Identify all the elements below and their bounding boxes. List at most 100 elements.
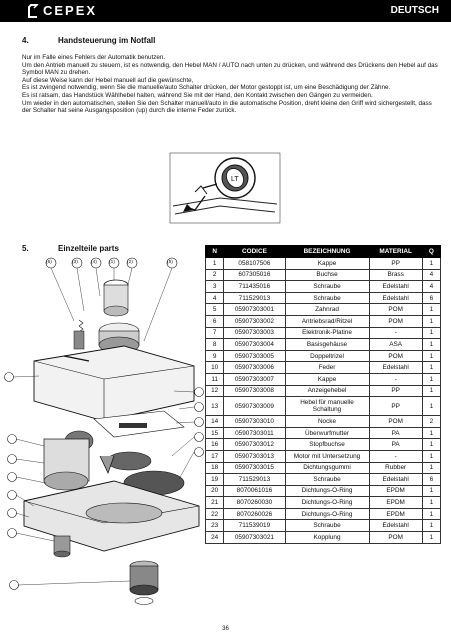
col-header-qty: Q <box>421 245 442 258</box>
cell-description: Feder <box>284 361 370 374</box>
cell-n: 9 <box>204 349 225 363</box>
cell-qty: 1 <box>421 531 442 544</box>
cell-n: 22 <box>204 507 225 521</box>
paragraph: Um den Antrieb manuell zu steuern, ist e… <box>22 61 438 77</box>
cell-n: 20 <box>204 484 225 498</box>
section-4-body: Nur im Falle eines Fehlers der Automatik… <box>22 54 442 115</box>
cell-qty: 1 <box>421 326 442 340</box>
cell-material: - <box>368 326 423 340</box>
page-header: CEPEX DEUTSCH <box>0 0 451 22</box>
cell-n: 18 <box>204 461 225 475</box>
cell-material: EPDM <box>368 507 423 521</box>
cell-description: Elektronik-Platine <box>284 326 370 340</box>
cell-description: Motor mit Untersetzung <box>284 449 370 463</box>
cell-material: PA <box>368 426 423 440</box>
cell-description: Dichtungs-O-Ring <box>284 484 370 498</box>
cell-n: 3 <box>204 280 225 293</box>
cell-code: 05907303007 <box>223 372 286 386</box>
cell-qty: 1 <box>421 507 442 521</box>
cell-n: 13 <box>204 396 225 417</box>
cell-n: 24 <box>204 531 225 544</box>
cell-code: 8070260030 <box>223 496 286 509</box>
cell-qty: 6 <box>421 291 442 305</box>
cell-code: 05907303002 <box>223 314 286 328</box>
callout-label: (5) <box>167 260 173 265</box>
cell-n: 16 <box>204 438 225 451</box>
cell-code: 05907303001 <box>223 303 286 316</box>
cell-material: POM <box>368 349 423 363</box>
cell-n: 19 <box>204 473 225 486</box>
cell-code: 05907303021 <box>223 531 286 544</box>
cell-qty: 1 <box>421 484 442 498</box>
cell-code: 05907303009 <box>223 396 286 417</box>
cell-description: Schraube <box>284 280 370 293</box>
callout-label: (6) <box>46 260 52 265</box>
section-5-title: Einzelteile parts <box>58 244 119 253</box>
cell-description: Schraube <box>284 473 370 486</box>
callout-label: (1) <box>109 260 115 265</box>
cell-code: 8070260026 <box>223 507 286 521</box>
cell-qty: 1 <box>421 257 442 270</box>
cell-qty: 1 <box>421 338 442 351</box>
cell-n: 7 <box>204 326 225 340</box>
cell-code: 05907303013 <box>223 449 286 463</box>
cell-qty: 1 <box>421 438 442 451</box>
cell-description: Dichtungs-O-Ring <box>284 496 370 509</box>
cell-n: 6 <box>204 314 225 328</box>
cell-description: Stopfbuchse <box>284 438 370 451</box>
cell-n: 10 <box>204 361 225 374</box>
cell-material: EPDM <box>368 496 423 509</box>
cell-qty: 1 <box>421 303 442 316</box>
cell-qty: 1 <box>421 396 442 417</box>
cell-code: 05907303003 <box>223 326 286 340</box>
cell-code: 058107506 <box>223 257 286 270</box>
cell-description: Nocke <box>284 415 370 428</box>
col-header-code: CODICE <box>223 245 286 258</box>
cell-code: 05907303008 <box>223 384 286 398</box>
cell-material: Edelstahl <box>368 280 423 293</box>
cell-n: 4 <box>204 291 225 305</box>
section-4-number: 4. <box>22 36 29 45</box>
cell-qty: 6 <box>421 473 442 486</box>
cell-description: Doppeltrizel <box>284 349 370 363</box>
cell-material: POM <box>368 314 423 328</box>
cell-code: 05907303006 <box>223 361 286 374</box>
cell-n: 8 <box>204 338 225 351</box>
cell-description: Anzeigehebel <box>284 384 370 398</box>
cell-n: 17 <box>204 449 225 463</box>
cell-material: POM <box>368 415 423 428</box>
cell-description: Schraube <box>284 291 370 305</box>
cell-description: Kopplung <box>284 531 370 544</box>
cepex-logo: CEPEX <box>28 3 97 18</box>
cell-n: 5 <box>204 303 225 316</box>
cell-description: Hebel für manuelle Schaltung <box>284 396 370 417</box>
paragraph: Nur im Falle eines Fehlers der Automatik… <box>22 54 166 61</box>
paragraph: Es ist zwingend notwendig, wenn Sie die … <box>22 84 391 92</box>
cell-description: Schraube <box>284 519 370 533</box>
cell-material: Edelstahl <box>368 473 423 486</box>
brand-name: CEPEX <box>43 3 98 18</box>
cell-code: 607305016 <box>223 268 286 282</box>
cell-material: PA <box>368 438 423 451</box>
cell-code: 05907303011 <box>223 426 286 440</box>
cell-qty: 1 <box>421 426 442 440</box>
paragraph: Es ist ratsam, das Handstück Wählhebel h… <box>22 91 373 99</box>
cell-material: PP <box>368 384 423 398</box>
cell-code: 05907303015 <box>223 461 286 475</box>
cell-material: POM <box>368 531 423 544</box>
